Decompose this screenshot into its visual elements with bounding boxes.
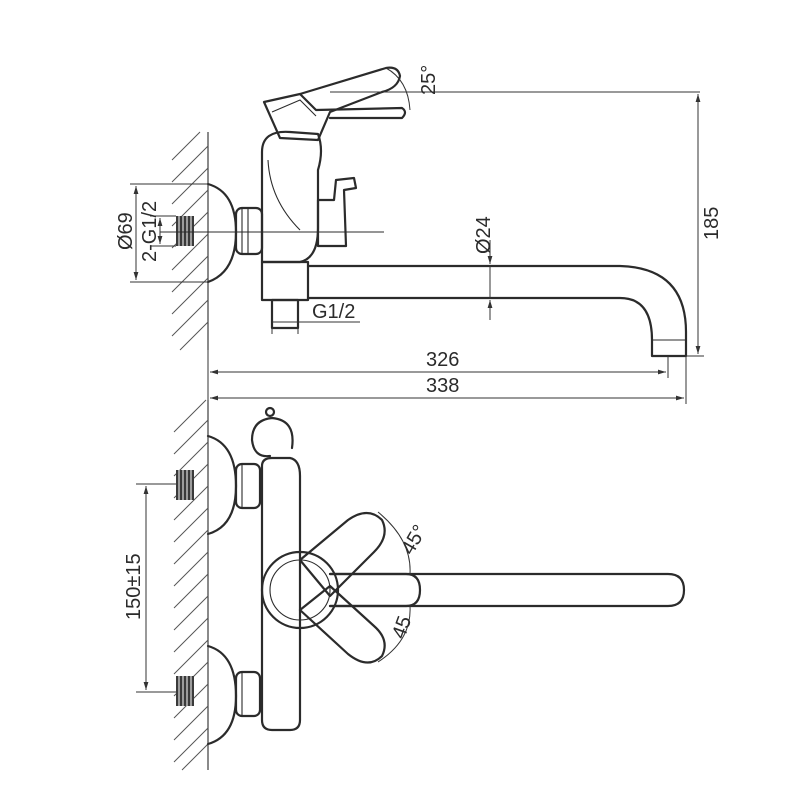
escutcheon [206,182,238,284]
inlet-thread-label: 2-G1/2 [139,201,161,262]
body-diameter-label: Ø69 [115,212,137,250]
shower-hook [250,416,294,458]
reach-inner-label: 326 [426,349,459,371]
lever-angle-label: 25° [418,65,440,95]
lever-handle [262,66,402,142]
reach-outer-label: 338 [426,375,459,397]
front-view: 45° 45 150±15 [123,399,686,771]
lever-cap [260,550,340,630]
lower-escutcheon [206,644,238,746]
lever-blade-rotated [298,511,386,598]
wall-hatch-bottom [173,399,209,771]
upper-inlet-thread [176,470,194,500]
front-body [260,456,302,732]
front-spout [328,572,686,608]
spout [306,264,688,358]
outlet-thread-label: G1/2 [312,301,355,323]
inlet-thread [176,216,194,246]
spout-diameter-label: Ø24 [473,216,495,254]
swivel-angle-lower-label: 45 [388,613,416,641]
faucet-body [260,130,323,264]
height-label: 185 [701,207,723,240]
upper-escutcheon [206,434,238,536]
inlet-spacing-label: 150±15 [123,553,145,620]
diverter-knob [316,176,358,248]
side-view: 25° 185 Ø69 2-G1/2 Ø24 G1/2 326 338 [115,65,723,404]
lower-inlet-thread [176,676,194,706]
swivel-angle-upper-label: 45° [397,521,431,558]
